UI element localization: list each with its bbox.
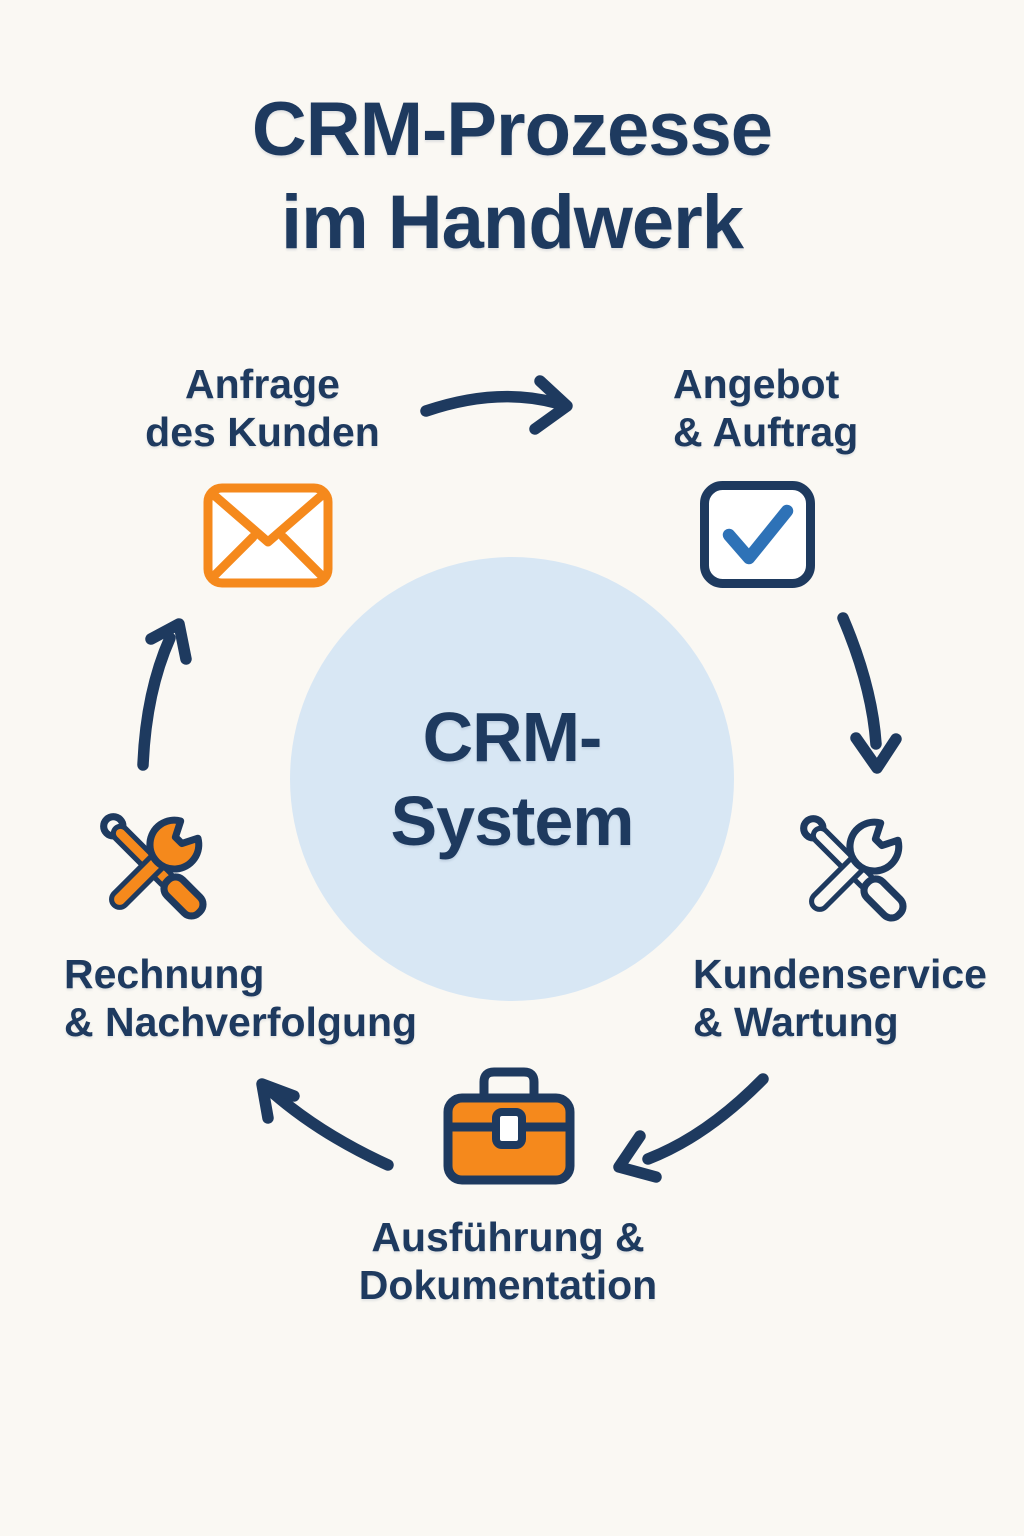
step-kundenservice-label: Kundenservice & Wartung [693, 950, 1013, 1047]
page-title-line2: im Handwerk [280, 179, 744, 265]
step-anfrage-line2: des Kunden [145, 409, 380, 456]
page-title-line1: CRM-Prozesse [251, 87, 773, 172]
step-rechnung-line1: Rechnung [64, 951, 265, 997]
step-anfrage-line1: Anfrage [185, 361, 340, 407]
wrench-screwdriver-icon [100, 813, 207, 920]
crm-system-label-line2: System [390, 782, 634, 860]
envelope-icon [203, 483, 333, 588]
step-angebot-line1: Angebot [673, 361, 840, 407]
wrench-screwdriver-icon [800, 815, 907, 922]
step-ausfuehrung-label: Ausführung & Dokumentation [308, 1213, 708, 1310]
step-rechnung-line2: & Nachverfolgung [64, 999, 418, 1046]
step-kundenservice-line2: & Wartung [693, 999, 899, 1046]
checkbox-checked-icon [700, 481, 815, 588]
step-angebot-line2: & Auftrag [673, 409, 859, 456]
step-rechnung-label: Rechnung & Nachverfolgung [64, 950, 484, 1047]
arrow-kundenservice-to-ausfuehrung-icon [613, 1073, 769, 1183]
step-ausfuehrung-line1: Ausführung & [371, 1214, 645, 1260]
arrow-angebot-to-kundenservice-icon [837, 612, 902, 774]
step-ausfuehrung-line2: Dokumentation [358, 1262, 658, 1309]
crm-system-label-line1: CRM- [422, 698, 603, 776]
step-angebot-label: Angebot & Auftrag [673, 360, 993, 457]
page-title: CRM-Prozesse im Handwerk [0, 84, 1024, 269]
toolbox-icon [443, 1067, 575, 1185]
step-kundenservice-line1: Kundenservice [693, 951, 987, 997]
arrow-rechnung-to-anfrage-icon [137, 618, 192, 771]
arrow-ausfuehrung-to-rechnung-icon [256, 1078, 394, 1171]
step-anfrage-label: Anfrage des Kunden [85, 360, 440, 457]
arrow-anfrage-to-angebot-icon [420, 375, 573, 435]
crm-system-circle: CRM- System [290, 557, 734, 1001]
